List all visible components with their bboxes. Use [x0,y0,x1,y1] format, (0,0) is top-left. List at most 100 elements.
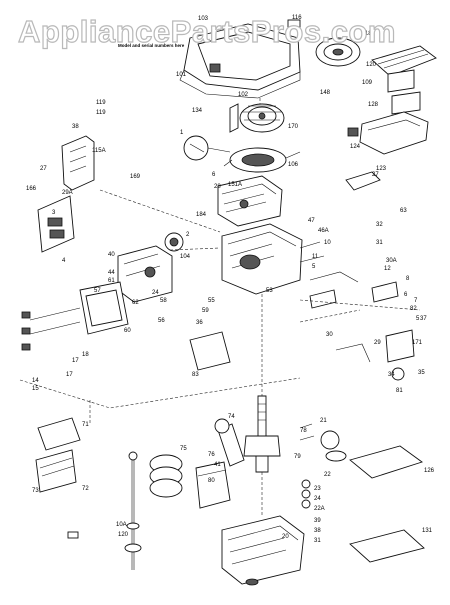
callout: 7 [414,298,418,304]
callout: 101 [176,72,187,78]
callout: 131 [422,528,433,534]
blower-housing [179,23,301,99]
callout: 104 [180,254,191,260]
callout: 128 [368,102,379,108]
callout: 124 [350,144,361,150]
callout: 134 [192,108,203,114]
callout: 5 [312,264,316,270]
callout: 35 [418,370,425,376]
callout: 83 [192,372,199,378]
callout: 27 [372,172,379,178]
fuel-tank [21,281,129,351]
callout: 36 [196,320,203,326]
piston [195,461,231,509]
callout: 109 [362,80,373,86]
callout: 15 [32,386,39,392]
valve-parts [299,423,347,509]
callout: 102 [238,92,249,98]
callout: 81 [396,388,403,394]
oil-dipstick [124,451,142,570]
callout: 73 [32,488,39,494]
callout: 120 [366,62,377,68]
callout: 23 [314,486,321,492]
callout: 5 [416,316,420,322]
callout: 61 [108,278,115,284]
callout: 12 [384,266,391,272]
callout: 76 [208,452,215,458]
callout: 10 [324,240,331,246]
callout: 4 [62,258,66,264]
callout: 22A [314,506,325,512]
callout: 169 [130,174,141,180]
cylinder-baffle [189,331,231,371]
callout: 123 [376,166,387,172]
callout: 10A [116,522,127,528]
callout: 170 [288,124,299,130]
callout: 119 [96,110,106,116]
callout: 1 [180,130,184,136]
callout: 29A [62,190,73,196]
callout: 40 [108,252,115,258]
flywheel [239,103,285,133]
gasket-set [349,445,425,563]
callout: 78 [300,428,307,434]
callout: 32 [376,222,383,228]
callout: 115A [92,148,106,154]
callout: 106 [288,162,299,168]
callout: 34 [388,372,395,378]
crankshaft [243,395,281,473]
drain-plug [67,531,79,539]
carburetor [117,232,184,303]
callout: 47 [308,218,315,224]
callout: 8 [406,276,410,282]
callout: 38 [314,528,321,534]
callout: 6 [212,172,216,178]
engine-block [221,223,325,295]
callout: 11 [312,254,319,260]
callout: 60 [124,328,131,334]
callout: 29 [374,340,381,346]
callout: 82 [410,306,417,312]
callout: 62 [132,300,139,306]
callout: 80 [208,478,215,484]
callout: 37 [420,316,427,322]
callout: 75 [180,446,187,452]
callout: 151A [228,182,242,188]
callout: 53 [266,288,273,294]
callout: 120 [118,532,129,538]
callout: 17 [66,372,73,378]
callout: 17 [72,358,79,364]
piston-rings [149,454,183,498]
cylinder-head [217,175,283,227]
callout: 22 [324,472,331,478]
callout: 27 [40,166,47,172]
callout: 2 [186,232,190,238]
callout: 56 [158,318,165,324]
callout: 39 [314,518,321,524]
callout: 55 [208,298,215,304]
callout: 171 [412,340,423,346]
callout: 74 [228,414,235,420]
note-model-serial: Model and serial numbers here [118,43,185,48]
callout: 30A [386,258,397,264]
callout: 31 [314,538,321,544]
watermark: AppliancePartsPros.com [17,13,396,49]
callout: 46A [318,228,329,234]
callout: 31 [376,240,383,246]
callout: 28 [214,184,221,190]
callout: 71 [82,422,89,428]
callout: 126 [424,468,435,474]
muffler-guard [371,45,437,115]
callout: 38 [72,124,79,130]
callout: 118 [362,31,372,37]
callout: 57 [94,288,101,294]
callout: 116 [292,15,302,21]
ignition-coil [183,103,301,173]
connecting-rod [214,418,245,467]
callout: 14 [32,378,39,384]
callout: 41 [214,462,221,468]
recoil-starter [287,19,361,67]
assembly-leaders [19,98,421,516]
